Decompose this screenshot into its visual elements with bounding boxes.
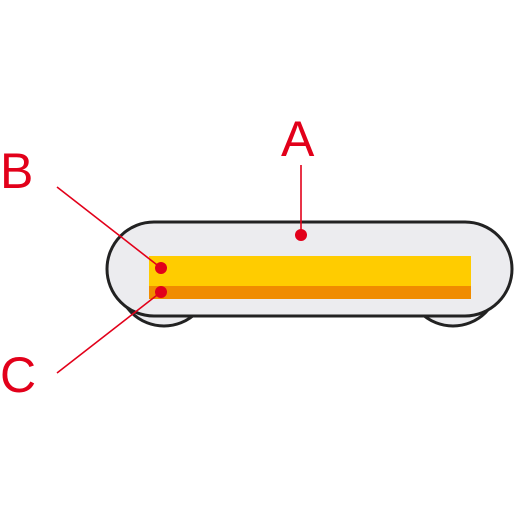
- leader-line-b: [56, 186, 162, 269]
- bottom-layer-orange: [149, 286, 471, 299]
- marker-dot-b: [155, 262, 167, 274]
- leader-line-c: [56, 291, 162, 374]
- label-b: B: [0, 143, 33, 199]
- label-a: A: [281, 111, 315, 167]
- marker-dot-a: [295, 229, 307, 241]
- label-c: C: [0, 347, 36, 403]
- top-layer-yellow: [149, 256, 471, 286]
- marker-dot-c: [155, 286, 167, 298]
